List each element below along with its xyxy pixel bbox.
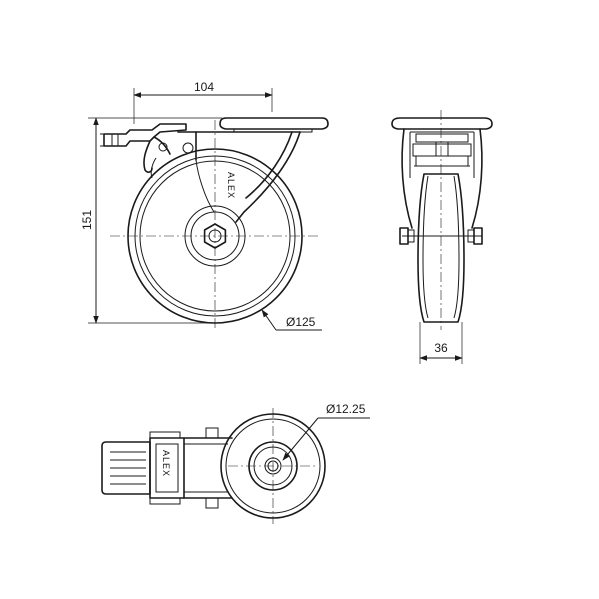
dim-axle-diameter-label: Ø12.25 [326,402,366,416]
dim-wheel-diameter-label: Ø125 [286,315,316,329]
dim-wheel-diameter: Ø125 [261,309,322,331]
right-top-plate [391,117,493,130]
bottom-brake-housing [101,427,233,509]
dim-axle-diameter: Ø12.25 [282,402,370,461]
dim-overall-width-label: 104 [194,80,214,94]
right-fork [401,128,483,229]
dim-overall-height: 151 [80,117,222,324]
brake-lever [100,123,194,179]
dim-wheel-width: 36 [419,322,463,364]
right-axle [399,227,483,245]
dim-overall-height-label: 151 [80,210,94,230]
right-wheel [417,173,465,323]
fork-brand-label: ALEX [226,172,236,199]
side-view: ALEX 104 151 [80,80,329,331]
right-view: 36 [391,110,493,364]
fork [177,131,301,223]
bottom-view: ALEX Ø12.25 [101,402,370,524]
dim-wheel-width-label: 36 [434,341,448,355]
bottom-wheel [220,413,326,519]
housing-brand-label: ALEX [161,450,171,477]
top-plate [219,117,329,133]
